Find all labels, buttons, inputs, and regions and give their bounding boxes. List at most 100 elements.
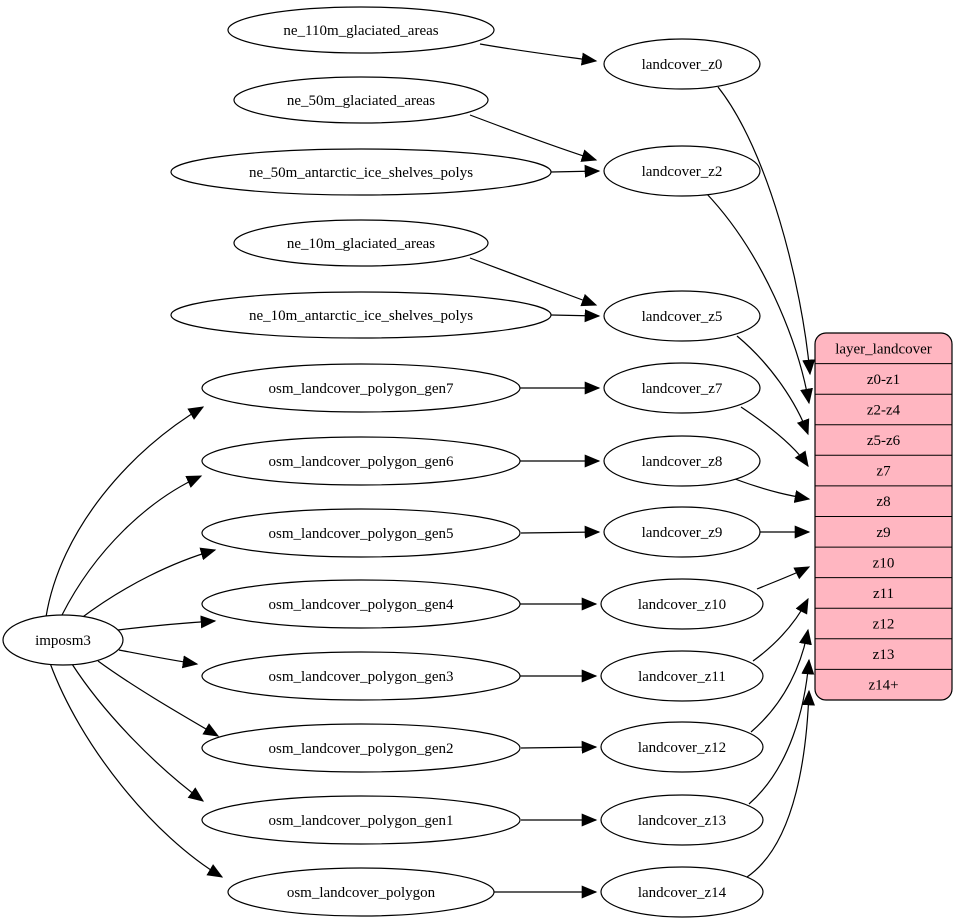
- edge-landcover_z7-layer_landcover-z7: [740, 406, 809, 468]
- edge-landcover_z0-layer_landcover-z0-z1: [717, 86, 816, 376]
- node-landcover_z10: landcover_z10: [600, 578, 764, 630]
- node-osm_landcover_polygon_gen2: osm_landcover_polygon_gen2: [201, 723, 521, 773]
- record-table-layer_landcover: layer_landcover z0-z1 z2-z4 z5-z6 z7 z8 …: [814, 332, 953, 701]
- layer_landcover-row-z7: z7: [876, 464, 891, 480]
- layer_landcover-row-z11: z11: [873, 586, 894, 602]
- ne_50m_glaciated_areas-label: ne_50m_glaciated_areas: [287, 93, 435, 109]
- osm_landcover_polygon_gen6-ellipse: [201, 436, 521, 486]
- node-imposm3: imposm3: [2, 614, 124, 666]
- edge-ne_50m_glaciated_areas-landcover_z2: [469, 114, 598, 162]
- layer_landcover-row-z13: z13: [873, 647, 895, 663]
- osm_landcover_polygon_gen1-label: osm_landcover_polygon_gen1: [269, 813, 454, 829]
- osm_landcover_polygon-label: osm_landcover_polygon: [287, 885, 436, 901]
- edge-imposm3-osm_landcover_polygon_gen5: [79, 547, 217, 620]
- ne_10m_glaciated_areas-label: ne_10m_glaciated_areas: [287, 236, 435, 252]
- edge-ne_10m_glaciated_areas-landcover_z5: [469, 257, 598, 307]
- osm_landcover_polygon_gen6-label: osm_landcover_polygon_gen6: [269, 454, 454, 470]
- imposm3-ellipse: [2, 614, 124, 666]
- layer_landcover-title: layer_landcover: [835, 341, 932, 357]
- landcover_z5-ellipse: [603, 290, 761, 342]
- ne_10m_glaciated_areas-ellipse: [233, 219, 489, 267]
- landcover_z8-ellipse: [603, 435, 761, 487]
- edge-imposm3-osm_landcover_polygon_gen6: [61, 475, 203, 616]
- node-ne_10m_antarctic_ice_shelves_polys: ne_10m_antarctic_ice_shelves_polys: [170, 291, 552, 339]
- landcover_z2-ellipse: [603, 145, 761, 197]
- node-landcover_z13: landcover_z13: [600, 794, 764, 846]
- edge-ne_10m_antarctic_ice_shelves_polys-landcover_z5: [550, 309, 601, 323]
- edge-imposm3-osm_landcover_polygon_gen4: [117, 615, 217, 631]
- edge-ne_110m_glaciated_areas-landcover_z0: [479, 43, 598, 66]
- node-landcover_z12: landcover_z12: [600, 721, 764, 773]
- landcover_z10-ellipse: [600, 578, 764, 630]
- landcover_z0-ellipse: [603, 38, 761, 90]
- node-landcover_z9: landcover_z9: [603, 506, 761, 558]
- edge-landcover_z12-layer_landcover-z12: [750, 628, 812, 733]
- edge-osm_landcover_polygon_gen5-landcover_z9: [520, 525, 601, 539]
- edge-landcover_z11-layer_landcover-z11: [752, 597, 809, 662]
- layer_landcover-row-z8: z8: [876, 494, 890, 510]
- node-landcover_z14: landcover_z14: [600, 866, 764, 918]
- osm_landcover_polygon_gen1-ellipse: [201, 795, 521, 845]
- ne_110m_glaciated_areas-label: ne_110m_glaciated_areas: [283, 23, 438, 39]
- edge-imposm3-osm_landcover_polygon: [49, 662, 224, 878]
- edge-landcover_z8-layer_landcover-z8: [734, 478, 811, 503]
- edge-landcover_z14-layer_landcover-z14plus: [746, 689, 815, 878]
- layer_landcover-row-z9: z9: [876, 525, 890, 541]
- node-ne_50m_glaciated_areas: ne_50m_glaciated_areas: [233, 76, 489, 124]
- osm_landcover_polygon_gen4-label: osm_landcover_polygon_gen4: [269, 597, 454, 613]
- layer_landcover-row-z10: z10: [873, 555, 895, 571]
- node-landcover_z8: landcover_z8: [603, 435, 761, 487]
- edge-imposm3-osm_landcover_polygon_gen2: [97, 660, 220, 737]
- edge-imposm3-osm_landcover_polygon_gen3: [118, 649, 199, 669]
- osm_landcover_polygon_gen7-label: osm_landcover_polygon_gen7: [269, 381, 454, 397]
- node-landcover_z0: landcover_z0: [603, 38, 761, 90]
- ne_10m_antarctic_ice_shelves_polys-ellipse: [170, 291, 552, 339]
- landcover_z0-label: landcover_z0: [642, 57, 723, 73]
- osm_landcover_polygon_gen2-label: osm_landcover_polygon_gen2: [269, 741, 454, 757]
- edge-osm_landcover_polygon_gen2-landcover_z12: [520, 740, 598, 754]
- node-osm_landcover_polygon: osm_landcover_polygon: [227, 867, 495, 917]
- landcover_z9-ellipse: [603, 506, 761, 558]
- node-ne_50m_antarctic_ice_shelves_polys: ne_50m_antarctic_ice_shelves_polys: [170, 148, 552, 196]
- node-ne_10m_glaciated_areas: ne_10m_glaciated_areas: [233, 219, 489, 267]
- ne_10m_antarctic_ice_shelves_polys-label: ne_10m_antarctic_ice_shelves_polys: [249, 308, 473, 324]
- layer_landcover-row-z14plus: z14+: [868, 678, 898, 694]
- landcover_z14-ellipse: [600, 866, 764, 918]
- edge-landcover_z5-layer_landcover-z5-z6: [736, 335, 810, 436]
- ne_50m_antarctic_ice_shelves_polys-ellipse: [170, 148, 552, 196]
- edge-landcover_z10-layer_landcover-z10: [756, 566, 811, 590]
- landcover_z7-ellipse: [603, 362, 761, 414]
- node-osm_landcover_polygon_gen6: osm_landcover_polygon_gen6: [201, 436, 521, 486]
- layer_landcover-row-z12: z12: [873, 617, 895, 633]
- node-osm_landcover_polygon_gen5: osm_landcover_polygon_gen5: [201, 508, 521, 558]
- landcover_z8-label: landcover_z8: [642, 454, 723, 470]
- node-landcover_z11: landcover_z11: [600, 650, 764, 702]
- node-osm_landcover_polygon_gen4: osm_landcover_polygon_gen4: [201, 579, 521, 629]
- landcover_z11-ellipse: [600, 650, 764, 702]
- ne_110m_glaciated_areas-ellipse: [227, 6, 495, 54]
- node-ne_110m_glaciated_areas: ne_110m_glaciated_areas: [227, 6, 495, 54]
- osm_landcover_polygon_gen4-ellipse: [201, 579, 521, 629]
- edge-imposm3-osm_landcover_polygon_gen7: [45, 406, 205, 618]
- node-osm_landcover_polygon_gen3: osm_landcover_polygon_gen3: [201, 651, 521, 701]
- landcover_z12-ellipse: [600, 721, 764, 773]
- layer_landcover-row-z2-z4: z2-z4: [867, 402, 901, 418]
- edge-landcover_z13-layer_landcover-z13: [748, 658, 815, 805]
- edge-landcover_z2-layer_landcover-z2-z4: [705, 192, 813, 405]
- osm_landcover_polygon_gen5-ellipse: [201, 508, 521, 558]
- osm_landcover_polygon_gen3-label: osm_landcover_polygon_gen3: [269, 669, 454, 685]
- ne_50m_glaciated_areas-ellipse: [233, 76, 489, 124]
- edge-ne_50m_antarctic_ice_shelves_polys-landcover_z2: [550, 164, 601, 178]
- landcover_z12-label: landcover_z12: [638, 740, 726, 756]
- landcover_z5-label: landcover_z5: [642, 309, 723, 325]
- node-landcover_z7: landcover_z7: [603, 362, 761, 414]
- layer_landcover-row-z0-z1: z0-z1: [867, 372, 900, 388]
- osm_landcover_polygon_gen3-ellipse: [201, 651, 521, 701]
- landcover_z10-label: landcover_z10: [638, 597, 726, 613]
- landcover_z7-label: landcover_z7: [642, 381, 723, 397]
- node-osm_landcover_polygon_gen1: osm_landcover_polygon_gen1: [201, 795, 521, 845]
- landcover_z14-label: landcover_z14: [638, 885, 727, 901]
- osm_landcover_polygon_gen7-ellipse: [201, 363, 521, 413]
- node-landcover_z5: landcover_z5: [603, 290, 761, 342]
